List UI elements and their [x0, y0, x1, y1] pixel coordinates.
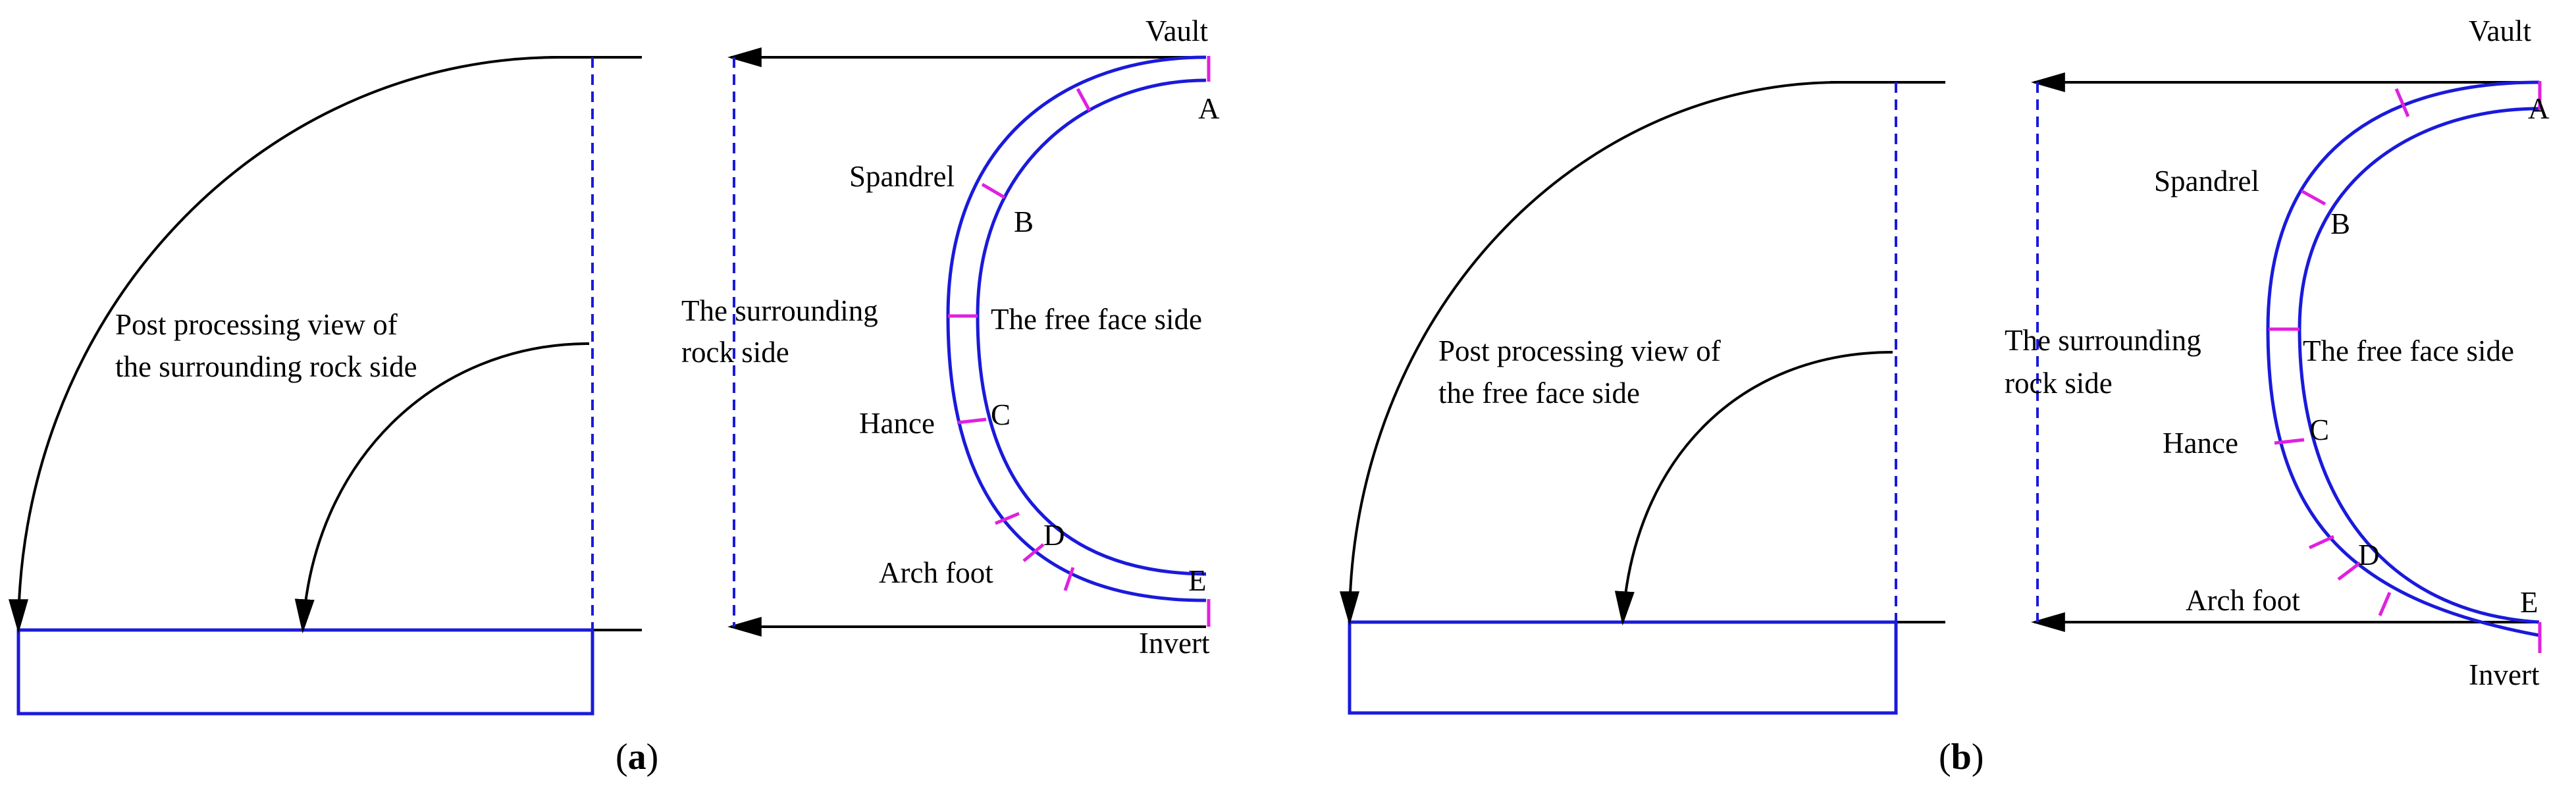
- panel-a-side-left-line2: rock side: [681, 336, 789, 369]
- panel-b-mark-c: [2274, 438, 2305, 445]
- panel-a-view-label-line1: Post processing view of: [115, 308, 398, 341]
- panel-b-arch-foot-label: Arch foot: [2186, 584, 2300, 617]
- panel-a-mark-c: [957, 417, 987, 425]
- panel-b-hance-label: Hance: [2163, 427, 2238, 460]
- panel-b-lining-section: Vault A Spandrel B The surrounding rock …: [2005, 14, 2550, 691]
- panel-b-vault-label: Vault: [2469, 14, 2531, 47]
- panel-b-view-label-line2: the free face side: [1438, 377, 1640, 409]
- panel-b-point-c: C: [2309, 413, 2329, 446]
- panel-a-unfold-view: Post processing view of the surrounding …: [9, 56, 642, 716]
- panel-a-point-b: B: [1014, 205, 1034, 238]
- panel-a-invert-label: Invert: [1139, 627, 1210, 660]
- panel-a-arch-foot-label: Arch foot: [879, 556, 993, 589]
- panel-b-mark-e1: [2378, 592, 2392, 616]
- panel-b-mark-d2: [2337, 562, 2361, 581]
- panel-b-tag: (b): [1939, 737, 1984, 777]
- panel-a-lining-section: Vault A Spandrel B The surrounding rock …: [681, 14, 1220, 660]
- panel-b-side-right-label: The free face side: [2303, 334, 2514, 367]
- panel-b-unfold-view: Post processing view of the free face si…: [1340, 81, 1945, 715]
- panel-a-point-c: C: [991, 398, 1011, 431]
- panel-a-unfolded-lining-rect: [16, 628, 594, 716]
- panel-a-side-right-label: The free face side: [991, 303, 1202, 336]
- panel-a-mark-b: [981, 182, 1006, 199]
- panel-b: Post processing view of the free face si…: [1340, 14, 2550, 777]
- panel-a-hance-label: Hance: [859, 407, 935, 440]
- panel-b-point-a: A: [2528, 92, 2550, 125]
- panel-a-spandrel-label: Spandrel: [849, 160, 955, 193]
- panel-b-invert-label: Invert: [2469, 658, 2540, 691]
- panel-b-point-b: B: [2330, 207, 2350, 240]
- panel-a-point-d: D: [1043, 519, 1065, 552]
- panel-b-lining-outer-edge: [2266, 80, 2540, 637]
- panel-b-lining-inner-edge: [2298, 107, 2540, 624]
- panel-a-inner-unfold-arrow: [294, 342, 590, 634]
- panel-a-mark-d2: [1022, 543, 1045, 562]
- panel-b-inner-unfold-arrow: [1614, 351, 1893, 626]
- panel-a-point-a: A: [1198, 92, 1220, 125]
- panel-a-outer-unfold-arrow: [9, 56, 560, 634]
- panel-b-side-left-line2: rock side: [2005, 367, 2113, 400]
- panel-a: Post processing view of the surrounding …: [9, 14, 1220, 777]
- panel-b-outer-unfold-arrow: [1340, 81, 1841, 626]
- panel-b-point-e: E: [2520, 586, 2538, 619]
- panel-a-mark-d: [995, 512, 1020, 525]
- panel-b-unfolded-lining-rect: [1348, 620, 1898, 715]
- panel-b-mark-a-b: [2394, 88, 2410, 117]
- panel-b-mark-d: [2308, 535, 2335, 550]
- panel-a-tag: (a): [616, 737, 658, 777]
- panel-a-side-left-line1: The surrounding: [681, 294, 878, 327]
- panel-b-spandrel-label: Spandrel: [2154, 165, 2259, 198]
- panel-a-point-e: E: [1188, 564, 1207, 597]
- panel-a-mark-e1: [1063, 567, 1075, 591]
- panel-a-lining-inner-edge: [976, 78, 1207, 576]
- panel-b-mark-b: [2300, 189, 2326, 206]
- panel-b-side-left-line1: The surrounding: [2005, 324, 2201, 357]
- panel-a-mark-a-b: [1076, 88, 1091, 112]
- panel-b-view-label-line1: Post processing view of: [1438, 334, 1721, 367]
- panel-a-view-label-line2: the surrounding rock side: [115, 350, 417, 383]
- panel-a-vault-label: Vault: [1145, 14, 1208, 47]
- panel-b-point-d: D: [2358, 539, 2380, 571]
